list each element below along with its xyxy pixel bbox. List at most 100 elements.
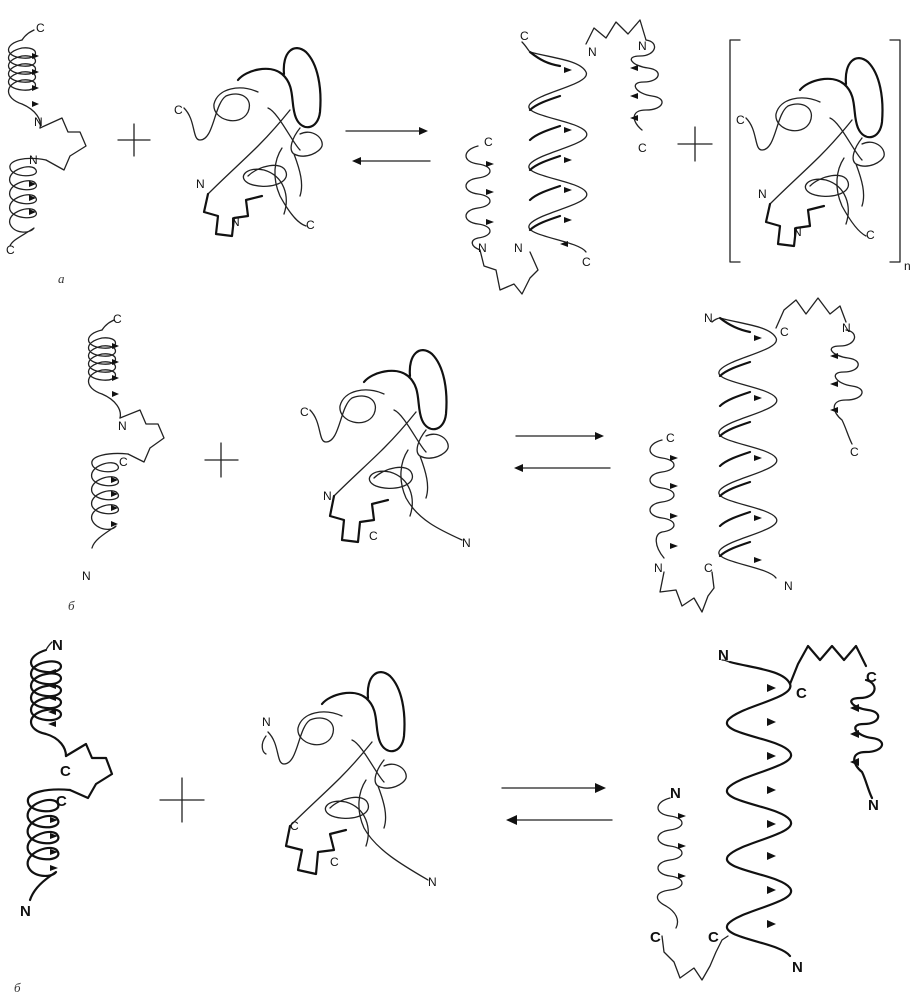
body-strand bbox=[290, 740, 406, 846]
helix-arrow bbox=[767, 852, 776, 860]
disulfide-link bbox=[330, 496, 388, 542]
right-complex: N C C N N C C N bbox=[650, 646, 882, 980]
terminus-label: C bbox=[708, 929, 719, 946]
terminus-label: C bbox=[60, 763, 71, 780]
top-tail bbox=[522, 42, 530, 52]
helix-arrow bbox=[564, 217, 572, 223]
helix-arrow bbox=[48, 721, 56, 727]
terminus-label: N bbox=[82, 569, 91, 583]
helix-arrow bbox=[630, 93, 638, 99]
thick-strand bbox=[800, 58, 882, 137]
terminus-label: N bbox=[842, 321, 851, 335]
helix-arrow bbox=[754, 455, 762, 461]
helix-arrow bbox=[564, 187, 572, 193]
helix-arrow bbox=[486, 189, 494, 195]
terminus-label: N bbox=[323, 489, 332, 503]
n-start bbox=[262, 736, 266, 754]
monomer-fold: C N N C bbox=[174, 48, 322, 236]
terminus-label: C bbox=[369, 529, 378, 543]
terminus-label: C bbox=[736, 113, 745, 127]
terminus-label: C bbox=[119, 455, 128, 469]
helix-arrow bbox=[670, 513, 678, 519]
left-helix-pair: C N C N bbox=[82, 312, 164, 583]
terminus-label: N bbox=[670, 785, 681, 802]
helix-arrow bbox=[486, 161, 494, 167]
helix-arrow bbox=[111, 521, 118, 527]
terminus-label: N bbox=[34, 115, 43, 129]
terminus-label: C bbox=[6, 243, 15, 257]
long-helix-front bbox=[530, 52, 560, 230]
panel-b: C N C N + C N C N bbox=[0, 0, 862, 613]
disulfide-link bbox=[66, 744, 112, 798]
loose-strand bbox=[268, 712, 342, 764]
equilibrium-arrows bbox=[502, 783, 612, 825]
terminus-label: N bbox=[29, 153, 38, 167]
terminus-label: C bbox=[113, 312, 122, 326]
terminus-label: C bbox=[666, 431, 675, 445]
long-helix bbox=[727, 662, 791, 956]
loose-strand bbox=[184, 88, 258, 140]
right-complex: C N N C C N N C bbox=[466, 20, 662, 294]
helix-arrow bbox=[767, 820, 776, 828]
terminus-label: N bbox=[462, 536, 471, 550]
body-strand bbox=[770, 118, 884, 224]
helix-upper bbox=[31, 650, 66, 756]
loose-strand bbox=[746, 98, 820, 150]
helix-arrow bbox=[50, 865, 58, 871]
terminus-label: C bbox=[866, 669, 877, 686]
disulfide-link-bottom bbox=[480, 250, 538, 294]
terminus-label: C bbox=[650, 929, 661, 946]
terminus-label: C bbox=[796, 685, 807, 702]
helix-arrow bbox=[112, 391, 119, 397]
helix-arrow bbox=[670, 455, 678, 461]
terminus-label: N bbox=[758, 187, 767, 201]
terminus-label: C bbox=[290, 819, 299, 833]
disulfide-link-top bbox=[586, 20, 646, 44]
disulfide-link-bottom bbox=[660, 572, 714, 612]
helix-arrow bbox=[678, 873, 686, 879]
terminus-label: C bbox=[704, 561, 713, 575]
helix-arrow bbox=[754, 335, 762, 341]
long-helix-front bbox=[720, 318, 750, 556]
panel-a: C N N C + C N N C bbox=[0, 0, 911, 294]
helix-arrow bbox=[754, 395, 762, 401]
c-tail bbox=[837, 158, 866, 236]
terminus-label: C bbox=[300, 405, 309, 419]
terminus-label: N bbox=[638, 39, 647, 53]
panel-label: б bbox=[14, 980, 21, 995]
bracket-right bbox=[890, 40, 900, 262]
helix-arrow bbox=[830, 381, 838, 387]
n-tail bbox=[359, 780, 428, 880]
helix-arrow bbox=[678, 843, 686, 849]
terminus-label: C bbox=[36, 21, 45, 35]
terminus-label: C bbox=[306, 218, 315, 232]
terminus-label: N bbox=[20, 903, 31, 920]
terminus-label: N bbox=[654, 561, 663, 575]
terminus-label: N bbox=[262, 715, 271, 729]
helix-arrow bbox=[630, 65, 638, 71]
loose-strand bbox=[310, 390, 384, 442]
terminus-label: N bbox=[792, 959, 803, 976]
long-helix bbox=[529, 52, 587, 252]
small-helix bbox=[851, 680, 882, 798]
terminus-label: C bbox=[174, 103, 183, 117]
panel-c: N C C N + N C C N bbox=[0, 0, 882, 995]
helix-arrow bbox=[670, 543, 678, 549]
monomer-fold: C N C N bbox=[300, 350, 471, 550]
terminus-label: C bbox=[56, 793, 67, 810]
disulfide-link-top bbox=[776, 298, 846, 328]
helix-arrow bbox=[754, 515, 762, 521]
terminus-label: N bbox=[868, 797, 879, 814]
n-tail bbox=[401, 450, 462, 540]
right-complex: N C N C C N C N bbox=[650, 298, 862, 612]
small-helix bbox=[831, 330, 862, 444]
subscript-n: n bbox=[904, 259, 911, 273]
body-strand bbox=[208, 108, 322, 214]
terminus-label: C bbox=[484, 135, 493, 149]
terminus-label: N bbox=[196, 177, 205, 191]
thick-strand bbox=[364, 350, 446, 429]
helix-arrow bbox=[767, 920, 776, 928]
helix-arrow bbox=[678, 813, 686, 819]
terminus-label: C bbox=[780, 325, 789, 339]
